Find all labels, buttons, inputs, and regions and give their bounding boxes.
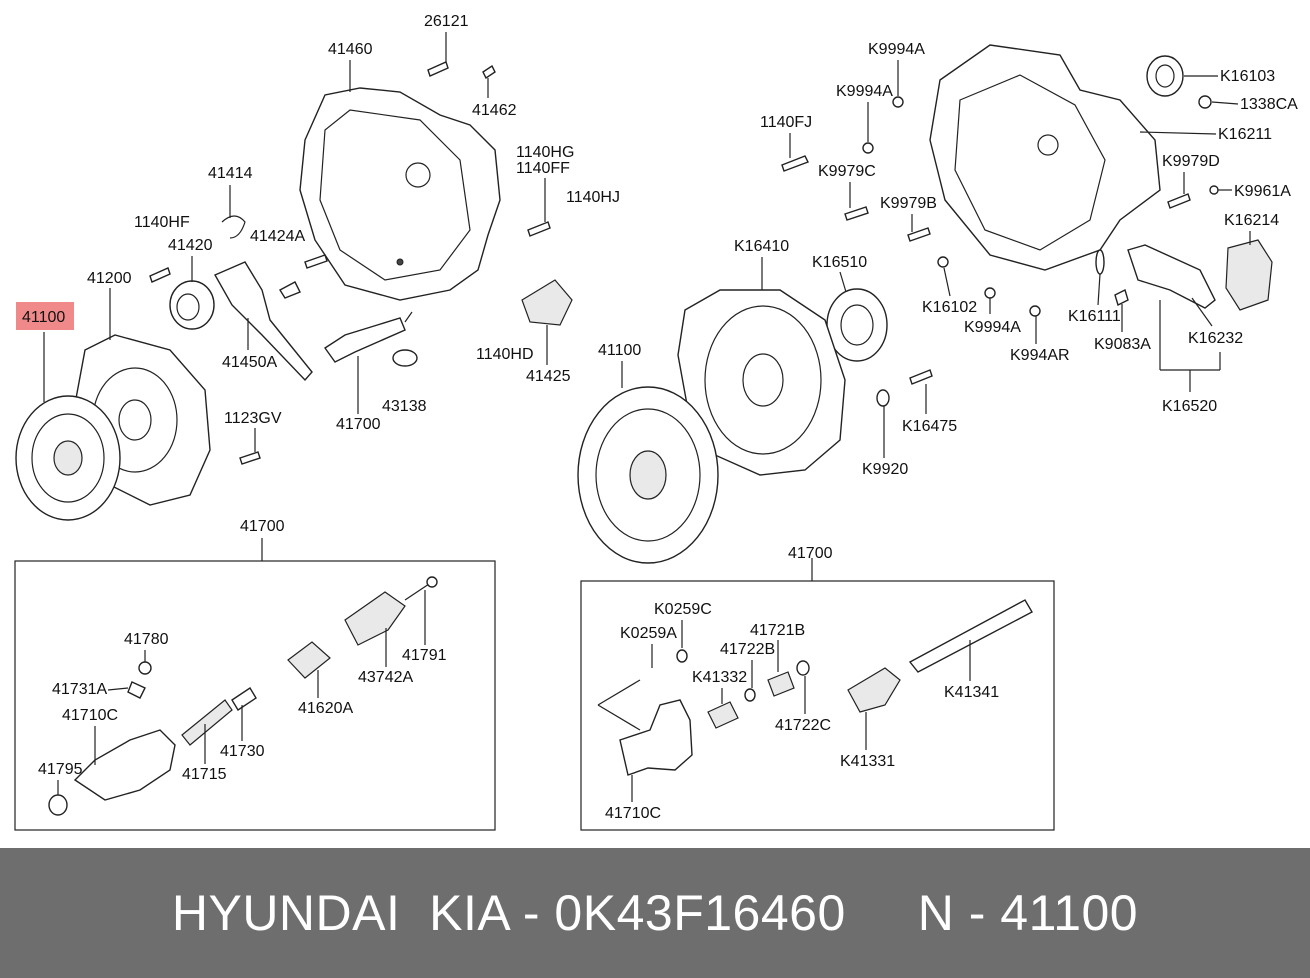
label-k9979d: K9979D [1162,153,1220,170]
label-41460: 41460 [328,41,373,58]
label-k9979b: K9979B [880,195,937,212]
left-leader-lines [43,32,548,452]
dust-boot-drawing [521,279,573,326]
label-41100-right: 41100 [598,342,641,359]
boot-k16214-drawing [1225,239,1273,311]
box-left-title: 41700 [240,518,285,535]
label-41450A: 41450A [222,354,277,371]
right-leader-lines [621,60,1251,458]
label-k41331: K41331 [840,753,895,770]
highlight-41100-label: 41100 [22,309,65,326]
label-26121: 26121 [424,13,469,30]
right-assembly [577,44,1273,564]
label-k994ar: K994AR [1010,347,1070,364]
label-41795: 41795 [38,761,83,778]
label-41414: 41414 [208,165,253,182]
label-k0259c: K0259C [654,601,712,618]
label-1140HF: 1140HF [134,214,190,231]
label-k9994a-1: K9994A [868,41,925,58]
label-k16214: K16214 [1224,212,1279,229]
label-1140HG: 1140HG [516,144,574,161]
right-labels: K9994A K9994A K16103 1338CA 1140FJ K1621… [598,41,1298,478]
release-bearing-k16510-drawing [826,288,888,362]
label-41722C: 41722C [775,717,831,734]
label-43138: 43138 [382,398,427,415]
label-41722B: 41722B [720,641,775,658]
label-k41332: K41332 [692,669,747,686]
label-41424A: 41424A [250,228,305,245]
label-k9979c: K9979C [818,163,876,180]
boot-k41331-drawing [847,667,901,713]
label-41721B: 41721B [750,622,805,639]
slave-cylinder-drawing [324,317,406,363]
label-41462: 41462 [472,102,517,119]
label-k16211: K16211 [1218,126,1272,143]
label-1140HD: 1140HD [476,346,534,363]
spring-k41332-drawing [707,701,739,729]
label-k16510: K16510 [812,254,867,271]
label-k41341: K41341 [944,684,999,701]
label-k9994a-2: K9994A [836,83,893,100]
master-cylinder-body-drawing [73,729,176,801]
master-cylinder-k-drawing [619,699,693,776]
release-fork-drawing [214,261,313,382]
label-k16410: K16410 [734,238,789,255]
oil-seal-drawing [1146,55,1184,97]
label-41715: 41715 [182,766,227,783]
label-41791: 41791 [402,647,447,664]
footer-part-number-text: HYUNDAI KIA - 0K43F16460 N - 41100 [171,885,1139,941]
boot-43742a-drawing [344,591,406,646]
box-right-41700: 41700 K0259C K0259A 41721B 41722B K41332… [580,545,1055,831]
label-41425: 41425 [526,368,571,385]
box-left-41700: 41700 41780 41731A 41710C 41795 41715 41… [14,518,496,831]
boot-41620a-drawing [287,641,331,679]
label-41620A: 41620A [298,700,353,717]
label-k9920: K9920 [862,461,908,478]
highlight-41100-box [16,302,74,330]
label-1140HJ: 1140HJ [566,189,620,206]
label-41780: 41780 [124,631,169,648]
label-k16103: K16103 [1220,68,1275,85]
label-k9083a: K9083A [1094,336,1151,353]
label-41200: 41200 [87,270,132,287]
label-41700: 41700 [336,416,381,433]
label-41420: 41420 [168,237,213,254]
left-labels: 26121 41460 41462 1140HG 1140FF 1140HJ 4… [87,13,620,433]
transaxle-housing-drawing [929,44,1161,271]
bolt-26121-drawing [427,61,449,77]
label-k0259a: K0259A [620,625,677,642]
label-41710C-right: 41710C [605,805,661,822]
label-k9961a: K9961A [1234,183,1291,200]
spring-41715-drawing [181,699,233,746]
label-k16111: K16111 [1068,308,1121,325]
label-1123GV: 1123GV [224,410,282,427]
release-fork-k16232-drawing [1127,244,1216,309]
label-1140FF: 1140FF [516,160,570,177]
label-k16232: K16232 [1188,330,1243,347]
label-k16102: K16102 [922,299,977,316]
label-1140FJ: 1140FJ [760,114,812,131]
label-k9994a-3: K9994A [964,319,1021,336]
label-41710C-left: 41710C [62,707,118,724]
label-41730: 41730 [220,743,265,760]
box-right-title: 41700 [788,545,833,562]
push-rod-k41341-drawing [908,599,1033,673]
exploded-parts-diagram: 26121 41460 41462 1140HG 1140FF 1140HJ 4… [14,13,1298,831]
label-43742A: 43742A [358,669,413,686]
clutch-housing-drawing [299,87,501,301]
label-41731A: 41731A [52,681,107,698]
label-1338CA: 1338CA [1240,96,1298,113]
label-k16475: K16475 [902,418,957,435]
left-assembly [15,61,573,521]
label-k16520: K16520 [1162,398,1217,415]
footer-bar: HYUNDAI KIA - 0K43F16460 N - 41100 [0,848,1310,978]
